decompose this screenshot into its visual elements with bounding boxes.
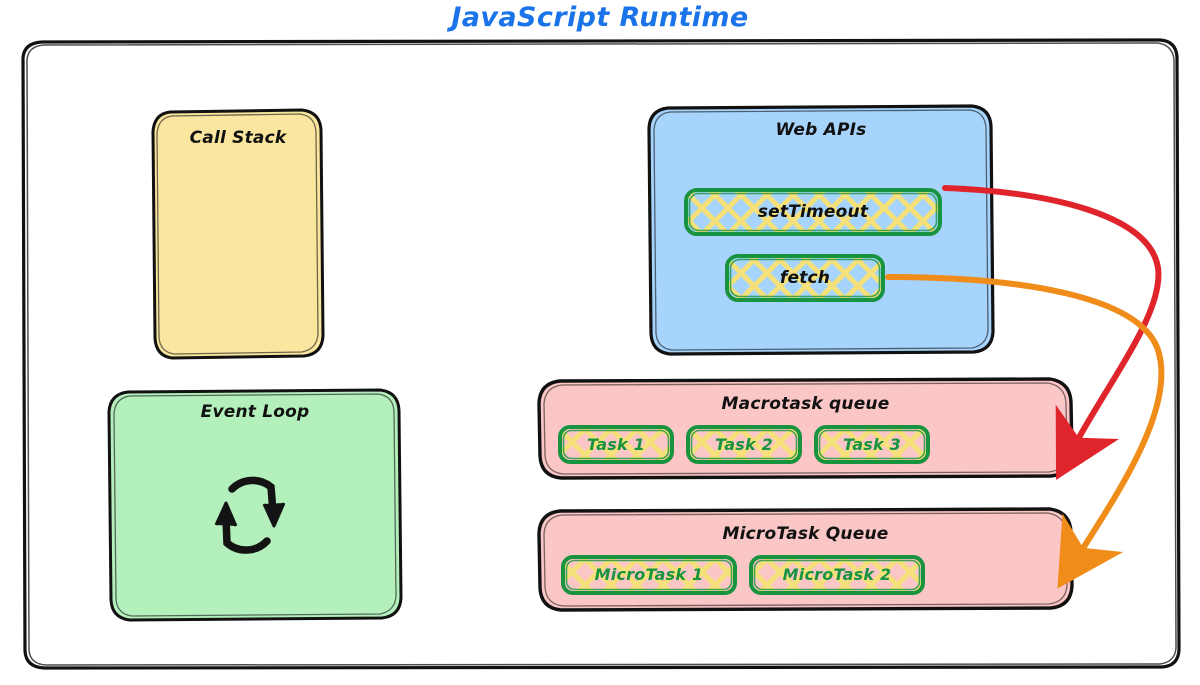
macrotask-chip-3[interactable] <box>814 425 930 464</box>
macrotask-chip-1[interactable] <box>558 425 674 464</box>
web-api-chip-fetch[interactable] <box>725 254 885 302</box>
microtask-chip-1[interactable] <box>561 555 737 595</box>
microtask-queue-panel[interactable] <box>537 507 1074 612</box>
microtask-chip-2[interactable] <box>749 555 925 595</box>
web-api-chip-settimeout[interactable] <box>684 188 942 236</box>
loop-arrows-icon <box>214 476 286 554</box>
macrotask-queue-panel[interactable] <box>537 377 1074 480</box>
event-loop-panel[interactable] <box>107 388 403 622</box>
fetch-to-microtask-arrow <box>885 274 1165 589</box>
runtime-container-outline <box>21 38 1181 670</box>
settimeout-to-macrotask-arrow <box>942 185 1162 480</box>
call-stack-panel[interactable] <box>151 108 325 360</box>
macrotask-chip-2[interactable] <box>686 425 802 464</box>
web-apis-panel[interactable] <box>647 104 995 356</box>
